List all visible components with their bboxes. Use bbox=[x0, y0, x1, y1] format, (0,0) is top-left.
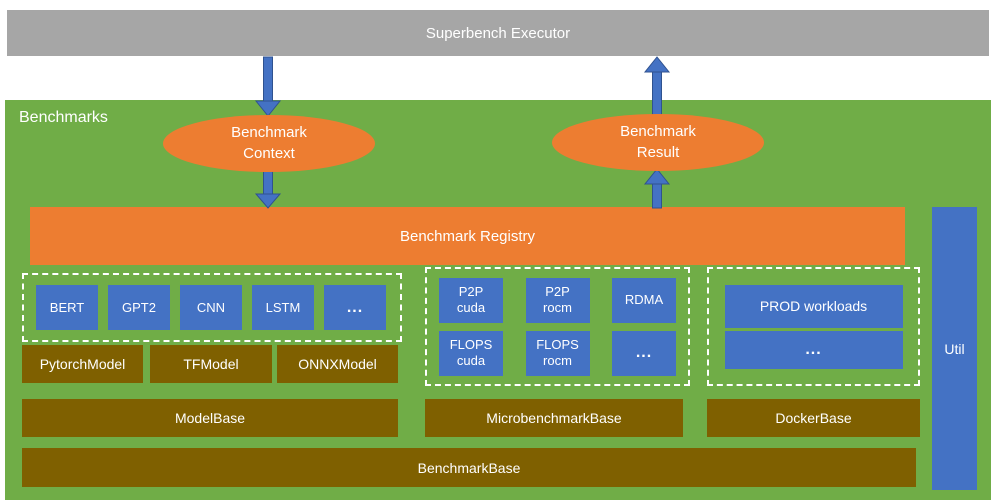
benchmark-registry-label: Benchmark Registry bbox=[399, 227, 536, 245]
model-benchmarks-group: BERT GPT2 CNN LSTM ... bbox=[22, 273, 402, 342]
micro-chip-flops-cuda: FLOPS cuda bbox=[439, 330, 503, 376]
micro-chip-p2p-rocm: P2P rocm bbox=[525, 277, 590, 323]
benchmarks-title: Benchmarks bbox=[19, 109, 108, 126]
benchmark-result-ellipse: Benchmark Result bbox=[552, 114, 764, 171]
microbenchmark-base-box: MicrobenchmarkBase bbox=[425, 399, 683, 437]
tf-model-box: TFModel bbox=[150, 345, 272, 383]
prod-workloads-chip: PROD workloads bbox=[724, 284, 903, 328]
benchmark-registry-bar: Benchmark Registry bbox=[30, 207, 905, 265]
micro-chip-p2p-cuda: P2P cuda bbox=[439, 277, 503, 323]
model-chip-more: ... bbox=[324, 285, 386, 330]
model-chip-lstm: LSTM bbox=[252, 285, 314, 330]
micro-benchmarks-group: P2P cuda P2P rocm RDMA FLOPS cuda FLOPS … bbox=[425, 267, 690, 386]
benchmarks-container: Benchmarks Benchmark Context Benchmark R… bbox=[5, 100, 991, 500]
util-label: Util bbox=[944, 340, 965, 357]
benchmark-context-ellipse: Benchmark Context bbox=[163, 115, 375, 172]
model-chip-cnn: CNN bbox=[180, 285, 242, 330]
micro-chip-rdma: RDMA bbox=[612, 277, 676, 323]
micro-row-2: FLOPS cuda FLOPS rocm ... bbox=[439, 330, 676, 376]
superbench-executor-bar: Superbench Executor bbox=[7, 10, 989, 56]
docker-benchmarks-group: PROD workloads ... bbox=[707, 267, 920, 386]
benchmark-base-box: BenchmarkBase bbox=[22, 448, 916, 487]
micro-row-1: P2P cuda P2P rocm RDMA bbox=[439, 277, 676, 323]
util-bar: Util bbox=[932, 207, 977, 490]
superbench-executor-label: Superbench Executor bbox=[425, 24, 571, 42]
model-chip-gpt2: GPT2 bbox=[108, 285, 170, 330]
model-base-box: ModelBase bbox=[22, 399, 398, 437]
docker-more-chip: ... bbox=[724, 330, 903, 369]
pytorch-model-box: PytorchModel bbox=[22, 345, 143, 383]
docker-base-box: DockerBase bbox=[707, 399, 920, 437]
model-chip-bert: BERT bbox=[36, 285, 98, 330]
micro-chip-flops-rocm: FLOPS rocm bbox=[525, 330, 590, 376]
onnx-model-box: ONNXModel bbox=[277, 345, 398, 383]
micro-chip-more: ... bbox=[612, 330, 676, 376]
